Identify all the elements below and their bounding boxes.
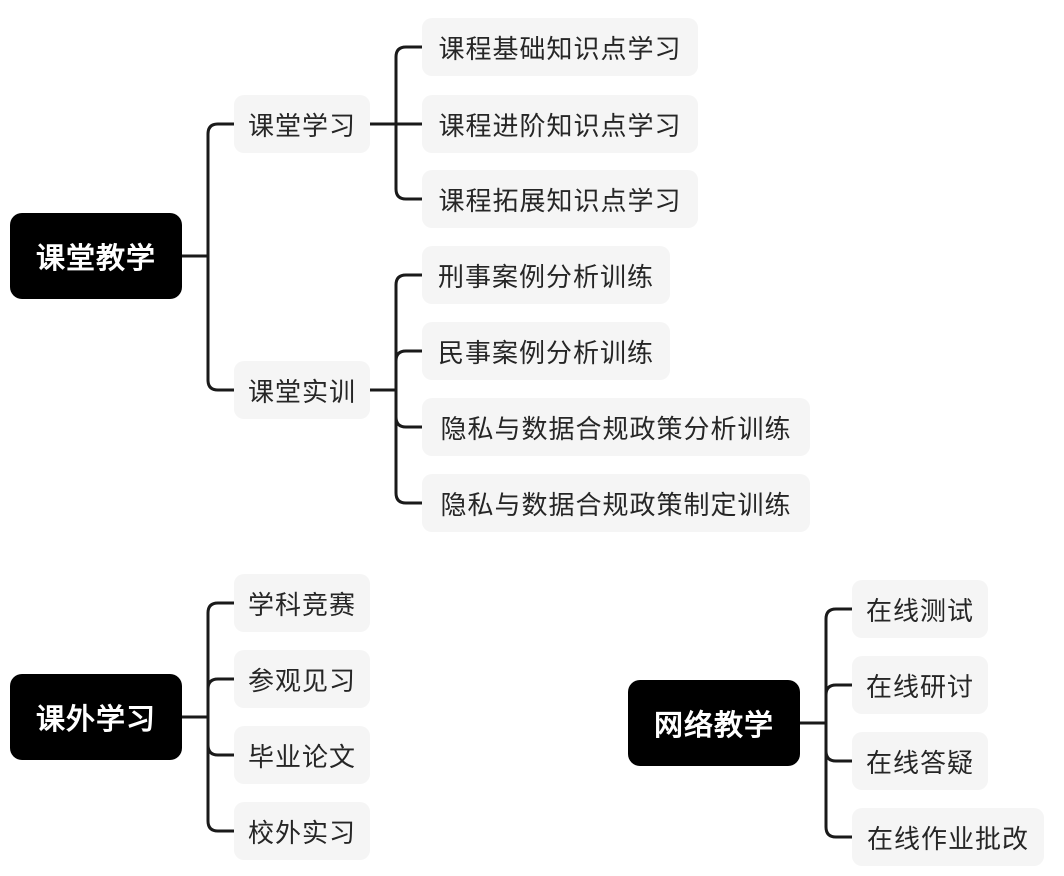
connector-classroom-teaching-to-training [206,254,236,392]
node-learning-item[interactable]: 课程进阶知识点学习 [422,95,698,153]
node-learning-item[interactable]: 课程基础知识点学习 [422,18,698,76]
node-training-item[interactable]: 民事案例分析训练 [422,322,670,380]
connector-training-to-item-3 [394,388,424,429]
connector-online-to-item-2 [824,683,854,725]
connector-training-to-item-1 [368,273,424,392]
connector-learning-to-item-3 [394,122,424,201]
connector-online-to-item-1 [798,607,854,725]
root-node-extracurricular-learning[interactable]: 课外学习 [10,674,182,760]
node-extracurricular-item[interactable]: 学科竞赛 [234,574,370,632]
node-online-item[interactable]: 在线测试 [852,580,988,638]
connector-training-to-item-2 [394,349,424,392]
node-training-item[interactable]: 隐私与数据合规政策分析训练 [422,398,810,456]
node-classroom-training[interactable]: 课堂实训 [234,361,370,419]
connector-extracurricular-to-item-2 [206,677,236,719]
root-node-classroom-teaching[interactable]: 课堂教学 [10,213,182,299]
node-learning-item[interactable]: 课程拓展知识点学习 [422,170,698,228]
node-classroom-learning[interactable]: 课堂学习 [234,95,370,153]
node-extracurricular-item[interactable]: 参观见习 [234,650,370,708]
connector-extracurricular-to-item-1 [180,601,236,719]
node-online-item[interactable]: 在线研讨 [852,656,988,714]
node-extracurricular-item[interactable]: 校外实习 [234,802,370,860]
connector-extracurricular-to-item-3 [206,715,236,757]
connector-extracurricular-to-item-4 [206,715,236,833]
connector-online-to-item-3 [824,721,854,763]
connector-training-to-item-4 [394,388,424,505]
root-node-online-teaching[interactable]: 网络教学 [628,680,800,766]
node-online-item[interactable]: 在线作业批改 [852,808,1044,866]
node-training-item[interactable]: 隐私与数据合规政策制定训练 [422,474,810,532]
connector-learning-to-item-1 [368,45,424,126]
connector-online-to-item-4 [824,721,854,839]
node-training-item[interactable]: 刑事案例分析训练 [422,246,670,304]
connector-classroom-teaching-to-learning [180,122,236,258]
node-online-item[interactable]: 在线答疑 [852,732,988,790]
node-extracurricular-item[interactable]: 毕业论文 [234,726,370,784]
